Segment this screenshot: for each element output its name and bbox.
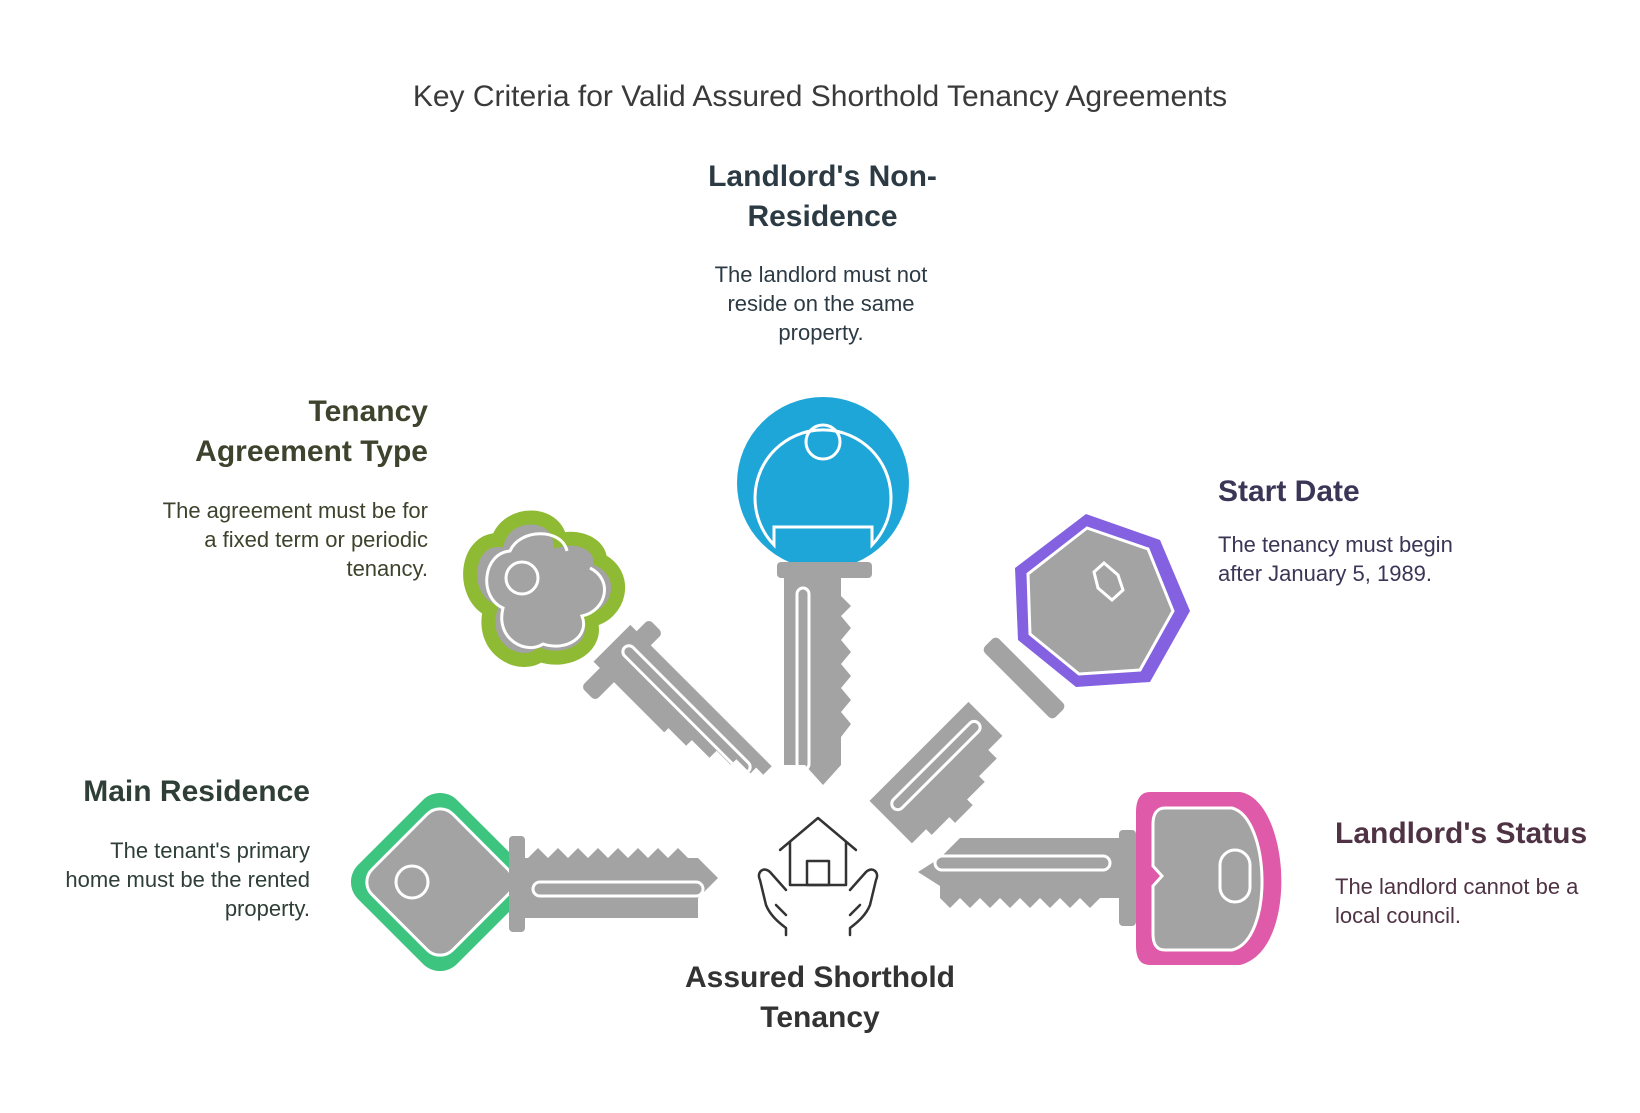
center-label: Assured Shorthold Tenancy [684,961,955,1034]
diagram-title: Key Criteria for Valid Assured Shorthold… [412,80,1228,113]
description-landlords-non-residence: The landlord must not reside on the same… [714,262,928,345]
house-in-hands-icon [757,816,879,937]
description-landlords-status: The landlord cannot be a local council. [1335,874,1579,928]
description-start-date: The tenancy must begin after January 5, … [1218,532,1453,586]
key-landlords-non-residence [737,397,909,785]
heading-landlords-non-residence: Landlord's Non-Residence [708,160,937,233]
key-landlords-status [918,792,1282,965]
key-main-residence [350,792,718,972]
heading-tenancy-agreement-type: Tenancy Agreement Type [195,395,428,468]
description-tenancy-agreement-type: The agreement must be for a fixed term o… [162,498,428,581]
key-start-date [869,514,1190,844]
heading-main-residence: Main Residence [83,775,310,808]
description-main-residence: The tenant's primary home must be the re… [65,838,310,921]
heading-landlords-status: Landlord's Status [1335,817,1588,850]
key-tenancy-agreement-type-body [463,510,772,775]
heading-start-date: Start Date [1218,475,1360,508]
